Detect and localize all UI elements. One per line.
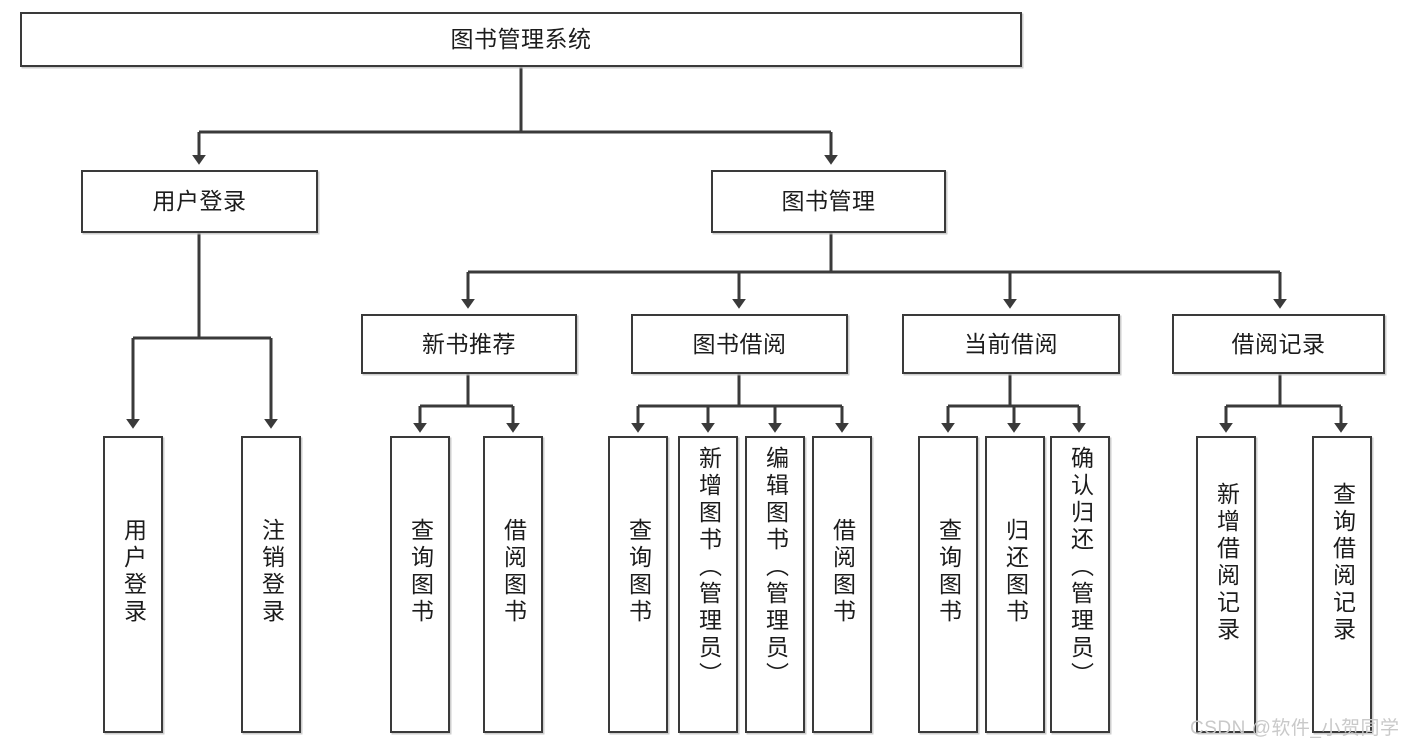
node-label: 确认归还（管理员） (1067, 446, 1094, 689)
leaf-return-book[interactable]: 归还图书 (985, 436, 1045, 733)
leaf-query-book-new[interactable]: 查询图书 (390, 436, 450, 733)
node-label: 编辑图书（管理员） (762, 446, 789, 689)
node-label: 归还图书 (1002, 518, 1029, 626)
node-borrow-record[interactable]: 借阅记录 (1172, 314, 1385, 374)
node-label: 图书管理系统 (450, 26, 592, 53)
node-label: 借阅图书 (829, 518, 856, 626)
node-label: 注销登录 (258, 518, 285, 626)
node-label: 查询图书 (407, 518, 434, 626)
node-book-borrow[interactable]: 图书借阅 (631, 314, 848, 374)
node-label: 当前借阅 (964, 330, 1058, 357)
leaf-user-logout[interactable]: 注销登录 (241, 436, 301, 733)
node-label: 新增借阅记录 (1213, 482, 1240, 644)
leaf-borrow-book[interactable]: 借阅图书 (812, 436, 872, 733)
node-root-system[interactable]: 图书管理系统 (20, 12, 1022, 67)
leaf-edit-book-admin[interactable]: 编辑图书（管理员） (745, 436, 805, 733)
leaf-query-book-current[interactable]: 查询图书 (918, 436, 978, 733)
node-current-borrow[interactable]: 当前借阅 (902, 314, 1120, 374)
leaf-query-book-borrow[interactable]: 查询图书 (608, 436, 668, 733)
leaf-add-book-admin[interactable]: 新增图书（管理员） (678, 436, 738, 733)
node-label: 图书借阅 (692, 330, 787, 357)
leaf-user-login[interactable]: 用户登录 (103, 436, 163, 733)
node-label: 查询图书 (935, 518, 962, 626)
node-book-management[interactable]: 图书管理 (711, 170, 946, 233)
node-label: 用户登录 (152, 188, 247, 215)
node-label: 图书管理 (781, 188, 876, 215)
node-label: 借阅记录 (1231, 330, 1326, 357)
leaf-query-borrow-record[interactable]: 查询借阅记录 (1312, 436, 1372, 733)
leaf-borrow-book-new[interactable]: 借阅图书 (483, 436, 543, 733)
node-label: 新书推荐 (422, 330, 516, 357)
leaf-confirm-return-admin[interactable]: 确认归还（管理员） (1050, 436, 1110, 733)
node-label: 查询图书 (625, 518, 652, 626)
leaf-add-borrow-record[interactable]: 新增借阅记录 (1196, 436, 1256, 733)
node-user-login[interactable]: 用户登录 (81, 170, 318, 233)
node-label: 借阅图书 (500, 518, 527, 626)
node-label: 用户登录 (120, 518, 147, 626)
node-label: 新增图书（管理员） (695, 446, 722, 689)
node-label: 查询借阅记录 (1329, 482, 1356, 644)
node-new-book-recommend[interactable]: 新书推荐 (361, 314, 577, 374)
